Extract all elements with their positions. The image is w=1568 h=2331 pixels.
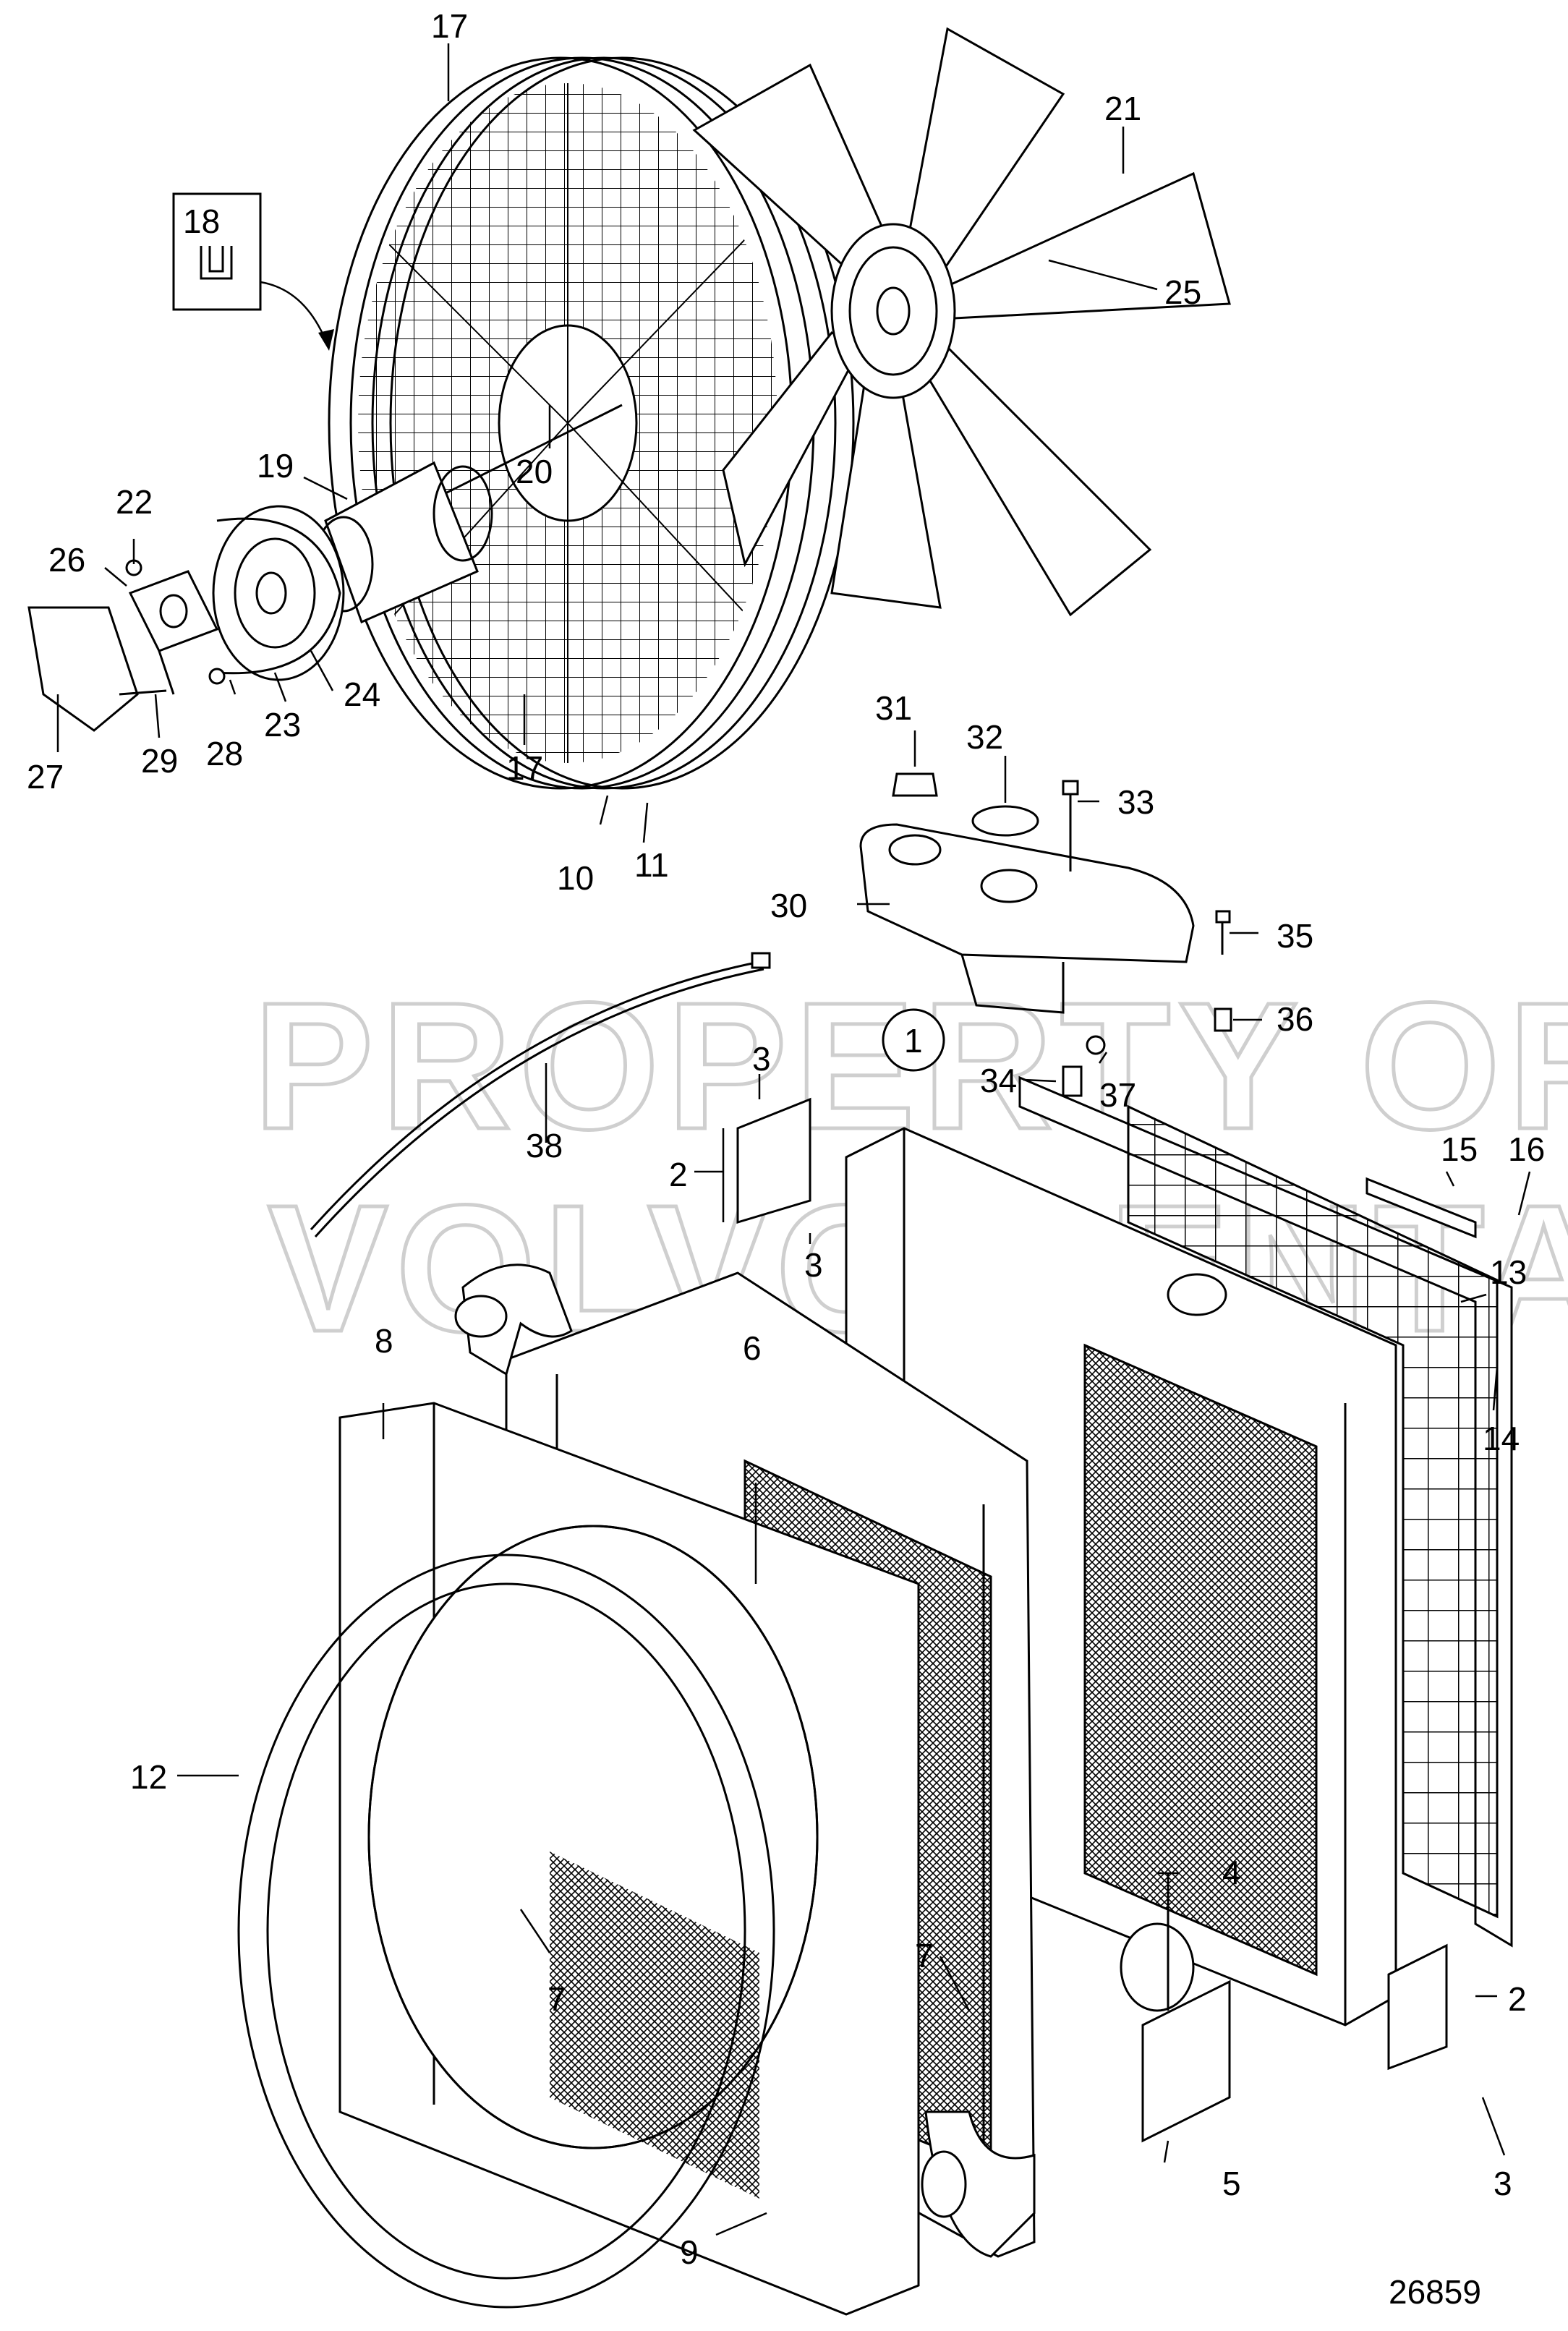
- callout-9: 9: [680, 2233, 699, 2271]
- callout-12: 12: [130, 1758, 167, 1796]
- callout-10: 10: [557, 859, 594, 897]
- callout-1-circle: [882, 1008, 945, 1072]
- expansion-tank: [859, 772, 1232, 1097]
- clip-inset: [172, 192, 334, 351]
- fan-shroud: [338, 1402, 920, 2316]
- callout-3-upper: 3: [752, 1040, 771, 1078]
- callout-17-bottom: 17: [506, 749, 543, 787]
- callout-7-left: 7: [547, 1980, 566, 2018]
- callout-35: 35: [1277, 917, 1313, 955]
- callout-38: 38: [526, 1127, 563, 1164]
- figure-number: 26859: [1389, 2273, 1481, 2311]
- callout-14: 14: [1483, 1420, 1520, 1457]
- callout-4: 4: [1222, 1854, 1241, 1891]
- callout-28: 28: [206, 735, 243, 772]
- shroud-ring: [237, 1554, 775, 2309]
- callout-11: 11: [634, 846, 669, 884]
- callout-16: 16: [1508, 1130, 1545, 1168]
- hoses-and-brackets: [310, 952, 1477, 2258]
- callout-20: 20: [516, 453, 553, 490]
- callout-34: 34: [980, 1062, 1017, 1099]
- callout-32: 32: [966, 718, 1003, 756]
- callout-15: 15: [1441, 1130, 1478, 1168]
- callout-7-right: 7: [915, 1937, 934, 1974]
- callout-1: 1: [904, 1022, 923, 1060]
- callout-30: 30: [770, 887, 807, 924]
- callout-17-top: 17: [431, 7, 468, 45]
- fan: [692, 27, 1231, 617]
- fan-guard: [328, 56, 855, 790]
- callout-22: 22: [116, 483, 153, 521]
- callout-19: 19: [257, 447, 294, 485]
- callout-29: 29: [141, 742, 178, 780]
- callout-6: 6: [743, 1329, 762, 1367]
- callout-23: 23: [264, 706, 301, 743]
- callout-labels: 17 17 18 19 20 21 22 23 24 25 26 27 28 2…: [27, 7, 1545, 2271]
- callout-13: 13: [1490, 1253, 1527, 1291]
- callout-24: 24: [344, 676, 380, 713]
- callout-33: 33: [1117, 783, 1154, 821]
- leader-lines: [56, 43, 1531, 2236]
- callout-37: 37: [1099, 1076, 1136, 1114]
- callout-21: 21: [1104, 90, 1141, 127]
- callout-3-middle: 3: [804, 1246, 823, 1284]
- callout-25: 25: [1164, 273, 1201, 311]
- side-grille: [1018, 1075, 1513, 1948]
- callout-31: 31: [875, 689, 912, 727]
- callout-3-lower: 3: [1494, 2165, 1512, 2202]
- callout-18: 18: [183, 203, 220, 240]
- callout-27: 27: [27, 758, 64, 796]
- callout-26: 26: [48, 541, 85, 579]
- callout-2-upper: 2: [669, 1156, 688, 1193]
- callout-36: 36: [1277, 1000, 1313, 1038]
- callout-2-lower: 2: [1508, 1980, 1527, 2018]
- fan-drive-assembly: [27, 404, 623, 732]
- callout-8: 8: [375, 1322, 393, 1360]
- callout-5: 5: [1222, 2165, 1241, 2202]
